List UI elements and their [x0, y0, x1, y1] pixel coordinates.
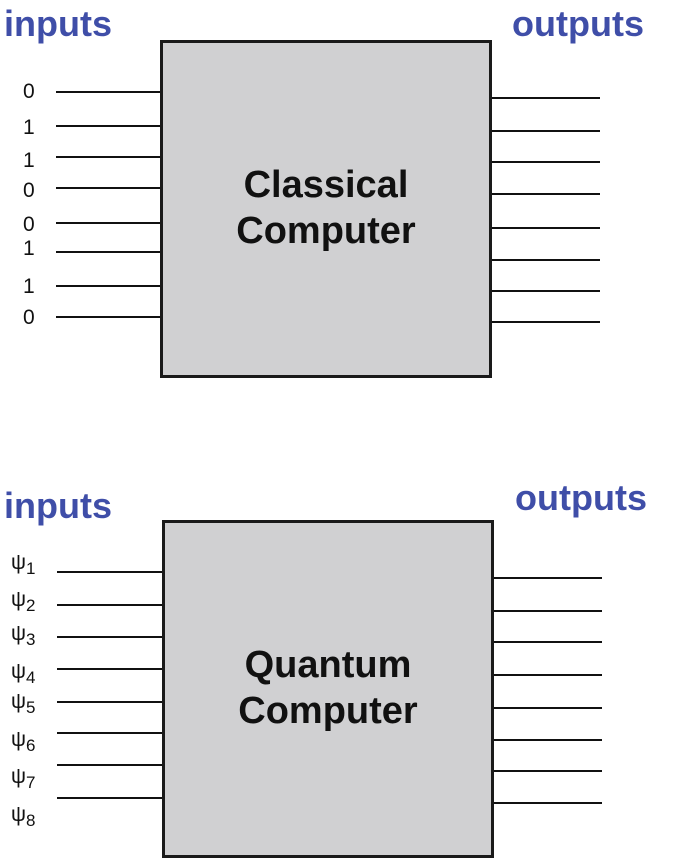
- quantum-input-state: ψ6: [11, 729, 35, 754]
- quantum-input-wire: [57, 701, 162, 703]
- classical-output-wire: [492, 227, 600, 229]
- quantum-input-state: ψ2: [11, 589, 35, 614]
- classical-input-wire: [56, 91, 160, 93]
- classical-output-wire: [492, 97, 600, 99]
- psi-subscript: 8: [25, 811, 36, 830]
- quantum-output-wire: [494, 674, 602, 676]
- classical-input-bit: 1: [23, 116, 35, 139]
- quantum-output-wire: [494, 770, 602, 772]
- quantum-input-state: ψ4: [11, 661, 35, 686]
- psi-symbol: ψ: [11, 690, 26, 713]
- classical-input-bit: 1: [23, 275, 35, 298]
- quantum-computer-label: Quantum Computer: [238, 644, 418, 732]
- classical-computer-box: Classical Computer: [160, 40, 492, 378]
- psi-subscript: 5: [25, 698, 36, 717]
- classical-input-wire: [56, 222, 160, 224]
- classical-input-wire: [56, 316, 160, 318]
- quantum-output-wire: [494, 610, 602, 612]
- psi-symbol: ψ: [11, 551, 26, 574]
- psi-subscript: 1: [25, 559, 36, 578]
- classical-input-bit: 1: [23, 149, 35, 172]
- classical-outputs-heading: outputs: [512, 3, 644, 44]
- classical-input-wire: [56, 285, 160, 287]
- quantum-input-state: ψ8: [11, 804, 35, 829]
- quantum-computer-box: Quantum Computer: [162, 520, 494, 858]
- quantum-input-wire: [57, 636, 162, 638]
- psi-symbol: ψ: [11, 803, 26, 826]
- quantum-input-wire: [57, 604, 162, 606]
- quantum-input-state: ψ1: [11, 552, 35, 577]
- classical-output-wire: [492, 193, 600, 195]
- classical-input-wire: [56, 251, 160, 253]
- classical-output-wire: [492, 130, 600, 132]
- quantum-input-wire: [57, 732, 162, 734]
- classical-output-wire: [492, 321, 600, 323]
- quantum-input-wire: [57, 764, 162, 766]
- quantum-input-state: ψ7: [11, 766, 35, 791]
- quantum-output-wire: [494, 707, 602, 709]
- classical-output-wire: [492, 259, 600, 261]
- psi-subscript: 2: [25, 596, 36, 615]
- psi-subscript: 4: [25, 668, 36, 687]
- classical-computer-label: Classical Computer: [236, 164, 416, 252]
- classical-inputs-heading: inputs: [4, 3, 112, 44]
- classical-input-bit: 1: [23, 237, 35, 260]
- quantum-output-wire: [494, 802, 602, 804]
- quantum-input-state: ψ3: [11, 623, 35, 648]
- psi-symbol: ψ: [11, 622, 26, 645]
- psi-subscript: 7: [25, 773, 36, 792]
- quantum-input-wire: [57, 797, 162, 799]
- classical-input-bit: 0: [23, 179, 35, 202]
- classical-input-wire: [56, 187, 160, 189]
- quantum-output-wire: [494, 577, 602, 579]
- classical-input-wire: [56, 156, 160, 158]
- quantum-input-wire: [57, 571, 162, 573]
- psi-symbol: ψ: [11, 728, 26, 751]
- classical-output-wire: [492, 161, 600, 163]
- classical-input-bit: 0: [23, 306, 35, 329]
- quantum-outputs-heading: outputs: [515, 477, 647, 518]
- classical-input-bit: 0: [23, 213, 35, 236]
- psi-subscript: 6: [25, 736, 36, 755]
- classical-input-bit: 0: [23, 80, 35, 103]
- classical-input-wire: [56, 125, 160, 127]
- psi-subscript: 3: [25, 630, 36, 649]
- quantum-output-wire: [494, 739, 602, 741]
- psi-symbol: ψ: [11, 588, 26, 611]
- quantum-inputs-heading: inputs: [4, 485, 112, 526]
- psi-symbol: ψ: [11, 765, 26, 788]
- psi-symbol: ψ: [11, 660, 26, 683]
- quantum-input-wire: [57, 668, 162, 670]
- classical-output-wire: [492, 290, 600, 292]
- quantum-output-wire: [494, 641, 602, 643]
- quantum-input-state: ψ5: [11, 691, 35, 716]
